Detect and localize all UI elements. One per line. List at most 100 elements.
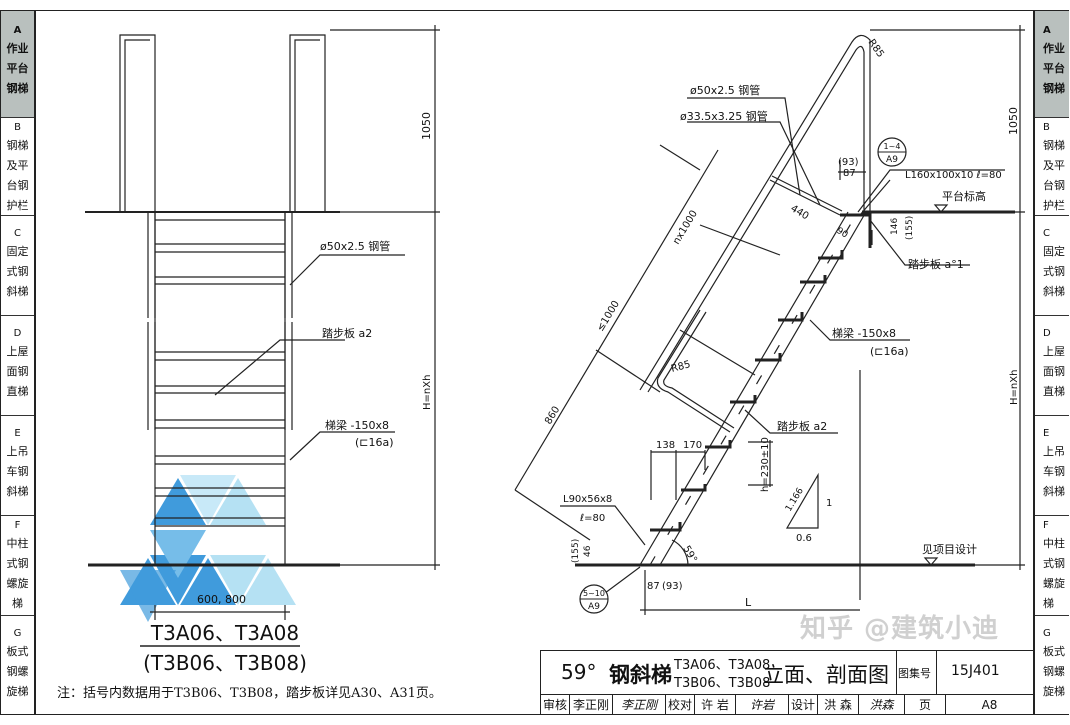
pipe33-label: ø33.5x3.25 钢管	[680, 109, 768, 123]
sec-dim-height: H=nXh	[1009, 370, 1020, 405]
dim-87-bot: 87	[647, 581, 660, 592]
tab-g-right[interactable]: G 板式钢螺旋梯	[1043, 628, 1065, 698]
right-handrail	[289, 34, 326, 212]
pipe50-label: ø50x2.5 钢管	[690, 83, 760, 97]
tab-d[interactable]: D 上屋面钢直梯	[1, 316, 34, 416]
sec-stringer-label: 梯梁 -150x8	[832, 326, 896, 340]
left-handrail	[119, 34, 156, 212]
designer-signature: 洪森	[859, 694, 905, 715]
designer: 洪 森	[818, 694, 859, 715]
tab-a[interactable]: A 作业平台钢梯	[1, 11, 34, 118]
watermark-text: 知乎 @建筑小迪	[800, 614, 1000, 644]
reviewer: 李正刚	[570, 694, 613, 715]
dim-h: h=230±10	[760, 437, 771, 492]
dim-87-top: 87	[843, 168, 856, 179]
front-elevation	[85, 25, 440, 647]
r85-bottom: R85	[670, 359, 692, 375]
tread-a1-label: 踏步板 a°1	[908, 257, 964, 271]
watermark-logo	[120, 475, 296, 622]
dim-146: 146	[890, 218, 900, 235]
reviewer-signature: 李正刚	[613, 694, 666, 715]
design-label: 设计	[789, 694, 818, 715]
category-strip-left: A 作业平台钢梯 B 钢梯及平台钢护栏 C 固定式钢斜梯 D 上屋面钢直梯 E …	[0, 10, 35, 715]
tab-e-right[interactable]: E 上吊车钢斜梯	[1035, 416, 1069, 516]
dim-170: 170	[683, 440, 702, 451]
platform-level: 平台标高	[942, 189, 986, 203]
svg-text:1~4: 1~4	[884, 142, 901, 151]
tab-a-right[interactable]: A 作业平台钢梯	[1035, 11, 1069, 118]
title-view: 立面、剖面图	[763, 663, 889, 687]
elev-pipe-label: ø50x2.5 钢管	[320, 239, 390, 253]
tab-f-right[interactable]: F 中柱式钢螺旋梯	[1035, 516, 1069, 616]
tab-b-right[interactable]: B 钢梯及平台钢护栏	[1035, 118, 1069, 216]
tab-c-right[interactable]: C 固定式钢斜梯	[1035, 216, 1069, 316]
tab-d-right[interactable]: D 上屋面钢直梯	[1035, 316, 1069, 416]
title-name: 钢斜梯	[609, 663, 672, 687]
title-row: 59° 钢斜梯 T3A06、T3A08 T3B06、T3B08 立面、剖面图 图…	[541, 651, 1033, 695]
stringer-back	[659, 211, 867, 566]
review-label: 审核	[541, 694, 570, 715]
elev-dim-height: H=nXh	[422, 375, 433, 410]
title-angle: 59°	[561, 660, 597, 684]
dim-n1000: nx1000	[671, 209, 700, 247]
elev-dim-width: 600, 800	[197, 593, 246, 606]
upper-handrail	[639, 34, 871, 391]
signature-row: 审核 李正刚 李正刚 校对 许 岩 许岩 设计 洪 森 洪森 页 A8	[541, 694, 1033, 715]
slope-hyp: 1.166	[784, 486, 806, 513]
dim-46: 46	[583, 545, 593, 557]
stringer-front	[639, 211, 849, 566]
tab-c[interactable]: C 固定式钢斜梯	[1, 216, 34, 316]
drawing-frame	[35, 10, 1034, 715]
atlas-label: 图集号	[898, 667, 931, 680]
side-section	[514, 25, 1025, 615]
detail-callout-bottom[interactable]: 5~10 A9	[579, 584, 609, 614]
page-label: 页	[905, 694, 946, 715]
treads	[155, 219, 285, 527]
lower-handrail	[656, 309, 735, 433]
elev-tread-label: 踏步板 a2	[322, 326, 372, 340]
dim-L: L	[745, 596, 752, 609]
step-treads	[650, 213, 872, 532]
angle-deg: 59°	[680, 544, 698, 565]
model-main: T3A06、T3A08	[150, 621, 300, 645]
page-number: A8	[981, 697, 998, 712]
svg-text:A9: A9	[886, 155, 898, 165]
model-alt: (T3B06、T3B08)	[143, 651, 307, 675]
ground-level-label: 见项目设计	[922, 543, 977, 556]
title-models-1: T3A06、T3A08	[674, 658, 771, 673]
svg-text:5~10: 5~10	[583, 589, 605, 598]
sec-stringer-alt: (⊏16a)	[870, 345, 909, 358]
checker: 许 岩	[695, 694, 736, 715]
tab-e[interactable]: E 上吊车钢斜梯	[1, 416, 34, 516]
dim-155-top: (155)	[905, 216, 915, 240]
title-block: 59° 钢斜梯 T3A06、T3A08 T3B06、T3B08 立面、剖面图 图…	[540, 650, 1034, 715]
dim-440: 440	[788, 203, 810, 222]
elev-stringer-label: 梯梁 -150x8	[325, 418, 389, 432]
angle-bottom-label-1: L90x56x8	[563, 494, 612, 505]
category-strip-right: A 作业平台钢梯 B 钢梯及平台钢护栏 C 固定式钢斜梯 D 上屋面钢直梯 E …	[1034, 10, 1069, 715]
check-label: 校对	[666, 694, 695, 715]
title-models-2: T3B06、T3B08	[674, 676, 771, 691]
checker-signature: 许岩	[736, 694, 789, 715]
detail-callout-top[interactable]: 1~4 A9	[877, 137, 907, 167]
dim-138: 138	[656, 440, 675, 451]
tab-g[interactable]: G 板式钢螺旋梯	[6, 628, 29, 698]
dim-90: 90	[834, 226, 849, 241]
slope-v: 1	[826, 498, 832, 509]
tread-a2-label: 踏步板 a2	[777, 419, 827, 433]
dim-93-top: (93)	[838, 157, 859, 168]
dim-93-bot: (93)	[662, 581, 683, 592]
drawing-note: 注：括号内数据用于T3B06、T3B08，踏步板详见A30、A31页。	[57, 686, 442, 701]
angle-bottom-label-2: ℓ=80	[580, 513, 605, 524]
tab-f[interactable]: F 中柱式钢螺旋梯	[1, 516, 34, 616]
slope-h: 0.6	[796, 533, 812, 544]
r85-top: R85	[866, 37, 886, 59]
sec-dim-1050: 1050	[1007, 107, 1020, 135]
angle-top-label: L160x100x10 ℓ=80	[905, 170, 1002, 181]
tab-b[interactable]: B 钢梯及平台钢护栏	[1, 118, 34, 216]
dim-le1000: ≤1000	[595, 299, 622, 334]
atlas-no: 15J401	[951, 663, 1000, 679]
dim-155-bot: (155)	[571, 539, 581, 563]
elev-dim-1050: 1050	[420, 112, 433, 140]
